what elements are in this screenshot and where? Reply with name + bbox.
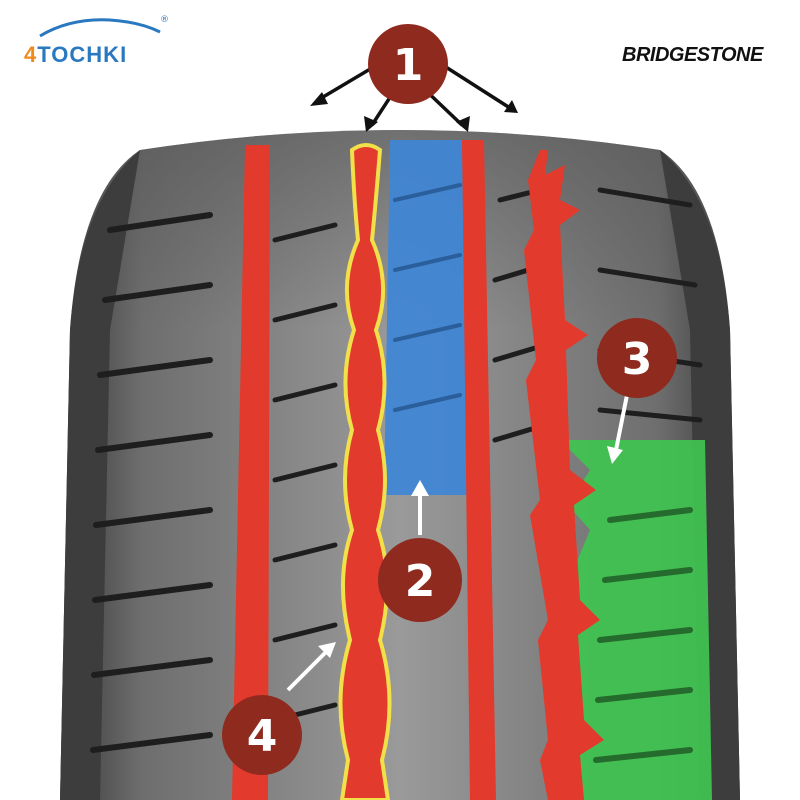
white-arrows (286, 394, 629, 692)
mid-tread-sipes (272, 222, 338, 723)
callout-2-number: 2 (405, 556, 436, 607)
callout-3-circle (597, 318, 677, 398)
groove-sawtooth (524, 150, 604, 800)
logo-4tochki-text-a: 4 (24, 42, 37, 67)
callout-4-number: 4 (247, 711, 278, 762)
left-shoulder (60, 150, 140, 800)
callout-2-circle (378, 538, 462, 622)
callout-1-circle (368, 24, 448, 104)
logo-bridgestone: BRIDGESTONE (622, 44, 764, 66)
callout-3: 3 (597, 318, 677, 398)
callout-1-number: 1 (393, 40, 424, 91)
logo-4tochki-text-b: TOCHKI (37, 42, 127, 67)
callout-1: 1 (368, 24, 448, 104)
callout-4-circle (222, 695, 302, 775)
groove-right (462, 140, 496, 800)
blue-rib-sipes (393, 183, 462, 412)
callout-2: 2 (378, 538, 462, 622)
logo-4tochki-text: 4TOCHKI (24, 42, 127, 67)
white-arrowheads (318, 446, 623, 658)
logo-car-swoosh-icon (39, 18, 161, 38)
callout-arrowheads (310, 92, 518, 132)
callout-4: 4 (222, 695, 302, 775)
logo-4tochki: 4TOCHKI ® (24, 15, 169, 67)
green-block-sipes (593, 507, 693, 763)
groove-left (232, 145, 270, 800)
green-shoulder-block (560, 440, 712, 800)
groove-center (338, 143, 392, 800)
logo-registered-mark: ® (160, 15, 169, 25)
left-tread-sipes (90, 212, 213, 753)
callout-3-number: 3 (622, 334, 653, 385)
